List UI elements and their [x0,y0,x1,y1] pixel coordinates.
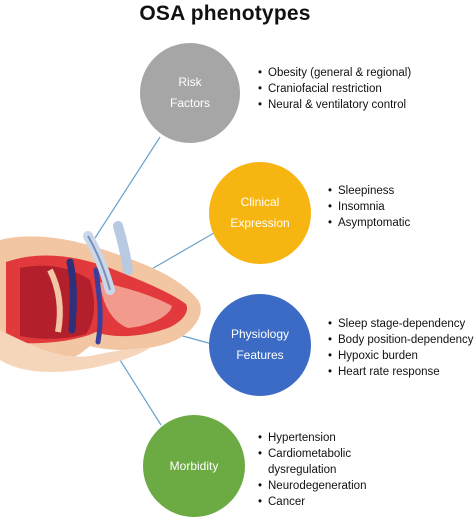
morbidity-circle: Morbidity [143,415,245,517]
risk-label-line2: Factors [169,96,210,110]
list-item: Insomnia [328,199,410,215]
risk-factors-list: Obesity (general & regional) Craniofacia… [258,65,411,113]
list-item: Body position-dependency [328,332,474,348]
connector-morbidity [119,359,162,426]
clinical-expression-circle: Clinical Expression [209,162,311,264]
physiology-label-line2: Features [236,348,284,362]
connector-risk [94,136,161,239]
list-item: Obesity (general & regional) [258,65,411,81]
morbidity-label: Morbidity [169,458,219,473]
list-item: Sleepiness [328,183,410,199]
clinical-label-line2: Expression [230,216,290,230]
clinical-label-line1: Clinical [240,195,280,209]
list-item: Neural & ventilatory control [258,97,411,113]
morbidity-list: Hypertension Cardiometabolic dysregulati… [258,430,366,510]
head-section-icon [0,236,201,372]
diagram-title: OSA phenotypes [139,2,311,25]
physiology-label-line1: Physiology [230,327,290,341]
physiology-features-circle: Physiology Features [209,294,311,396]
list-item: Hypertension [258,430,366,446]
risk-factors-circle: Risk Factors [140,43,240,143]
list-item: Cardiometabolic dysregulation [258,446,364,478]
airflow-icon [83,221,133,295]
list-item: Neurodegeneration [258,478,366,494]
connector-clinical [149,232,215,271]
list-item: Sleep stage-dependency [328,316,474,332]
list-item: Hypoxic burden [328,348,474,364]
list-item: Craniofacial restriction [258,81,411,97]
physiology-features-list: Sleep stage-dependency Body position-dep… [328,316,474,380]
list-item: Asymptomatic [328,215,410,231]
list-item: Cancer [258,494,366,510]
list-item: Heart rate response [328,364,474,380]
clinical-expression-list: Sleepiness Insomnia Asymptomatic [328,183,410,231]
risk-label-line1: Risk [178,75,202,89]
